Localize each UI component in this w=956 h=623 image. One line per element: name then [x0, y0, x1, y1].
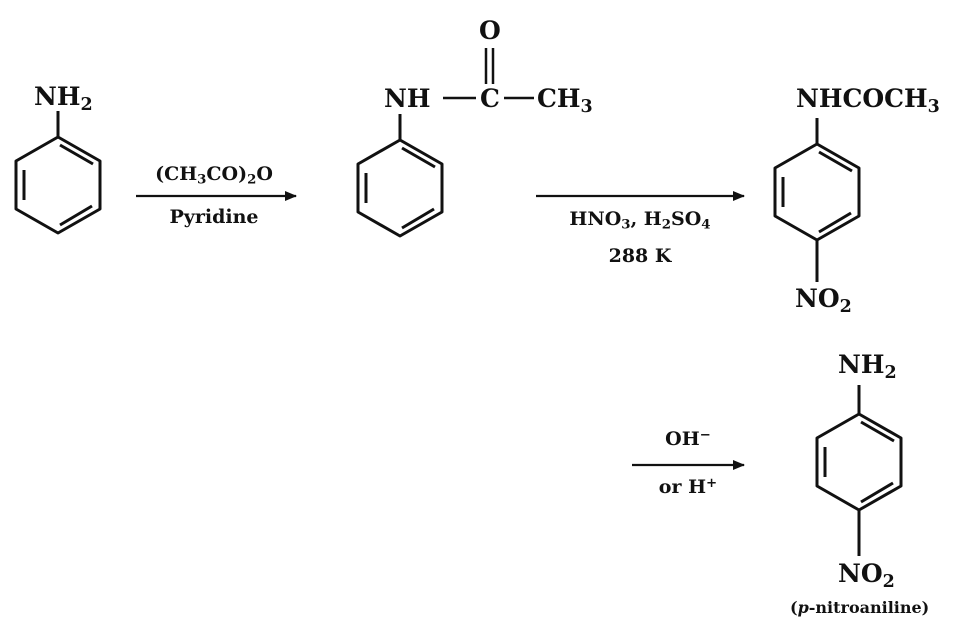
- step1-condition-label: Pyridine: [169, 206, 259, 228]
- p-nitroaniline-benzene-ring: [815, 385, 903, 556]
- step1-reagent-label: (CH3CO)2O: [155, 163, 273, 188]
- step3-reagent-label: OH−: [665, 428, 711, 450]
- acetanilide-benzene-ring: [356, 114, 444, 238]
- step2-condition-label: 288 K: [608, 245, 672, 267]
- step3-condition-label: or H+: [658, 476, 718, 498]
- aniline-nh2-label: NH2: [34, 82, 93, 115]
- p-nitroaniline-top-label: NH2: [838, 350, 897, 383]
- acetanilide-oxygen-label: O: [479, 16, 501, 45]
- acetanilide-carbonyl-carbon-label: C: [480, 84, 500, 113]
- p-nitroacetanilide-bottom-label: NO2: [795, 284, 852, 317]
- acetanilide-methyl-label: CH3: [537, 84, 593, 117]
- step2-reagent-label: HNO3, H2SO4: [569, 208, 711, 233]
- p-nitroacetanilide-top-label: NHCOCH3: [796, 84, 940, 117]
- p-nitroacetanilide-benzene-ring: [773, 118, 861, 282]
- p-nitroaniline-name-label: (p-nitroaniline): [790, 598, 930, 617]
- acetanilide-nh-label: NH: [384, 84, 431, 113]
- p-nitroaniline-bottom-label: NO2: [838, 559, 895, 592]
- aniline-benzene-ring: [14, 111, 102, 235]
- acetyl-bonds: [443, 48, 534, 100]
